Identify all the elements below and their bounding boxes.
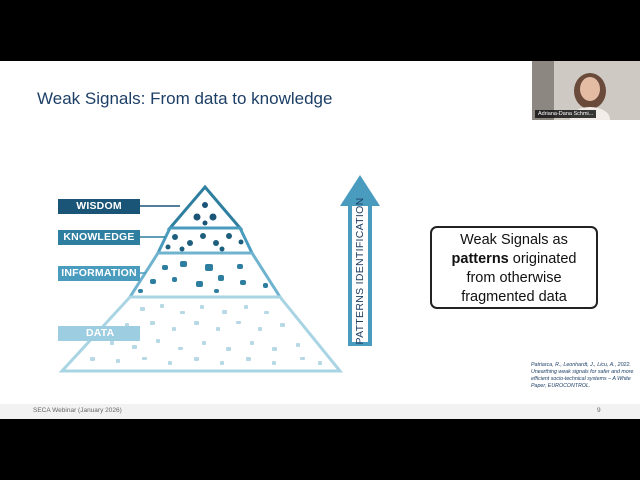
participant-name: Adriana-Dana Schmi... (535, 110, 597, 118)
footer-text: SECA Webinar (January 2026) (33, 407, 122, 414)
wisdom-dots (193, 202, 217, 226)
callout-line-3: from otherwise (466, 270, 562, 286)
pyramid-label-data: DATA (58, 326, 140, 341)
callout-line-1: Weak Signals as (460, 232, 568, 248)
pyramid-label-information: INFORMATION (58, 266, 140, 281)
pyramid-tier-knowledge (155, 226, 255, 255)
callout-bold-word: patterns (451, 251, 509, 267)
patterns-arrow (340, 175, 380, 346)
pyramid-tier-data (58, 295, 344, 373)
callout-line-4: fragmented data (461, 289, 567, 305)
knowledge-dots (165, 233, 244, 252)
presentation-slide: Weak Signals: From data to knowledge (0, 61, 640, 419)
arrow-label: PATTERNS IDENTIFICATION (354, 197, 366, 345)
callout-line-2-rest: originated (508, 251, 577, 267)
information-shapes (138, 261, 268, 293)
footer-bar (0, 404, 640, 419)
callout-box: Weak Signals as patterns originated from… (430, 226, 598, 309)
pyramid-label-knowledge: KNOWLEDGE (58, 230, 140, 245)
callout-line-2: patterns originated (432, 250, 596, 269)
page-number: 9 (597, 407, 601, 414)
reference-citation: Patriarca, R., Leonhardt, J., Licu, A., … (531, 362, 634, 389)
pyramid-label-wisdom: WISDOM (58, 199, 140, 214)
participant-video-tile[interactable]: Adriana-Dana Schmi... (532, 61, 640, 120)
pyramid-diagram (58, 175, 380, 373)
data-fragments (90, 304, 322, 365)
slide-title: Weak Signals: From data to knowledge (37, 89, 333, 108)
pyramid-tier-information (127, 251, 283, 299)
